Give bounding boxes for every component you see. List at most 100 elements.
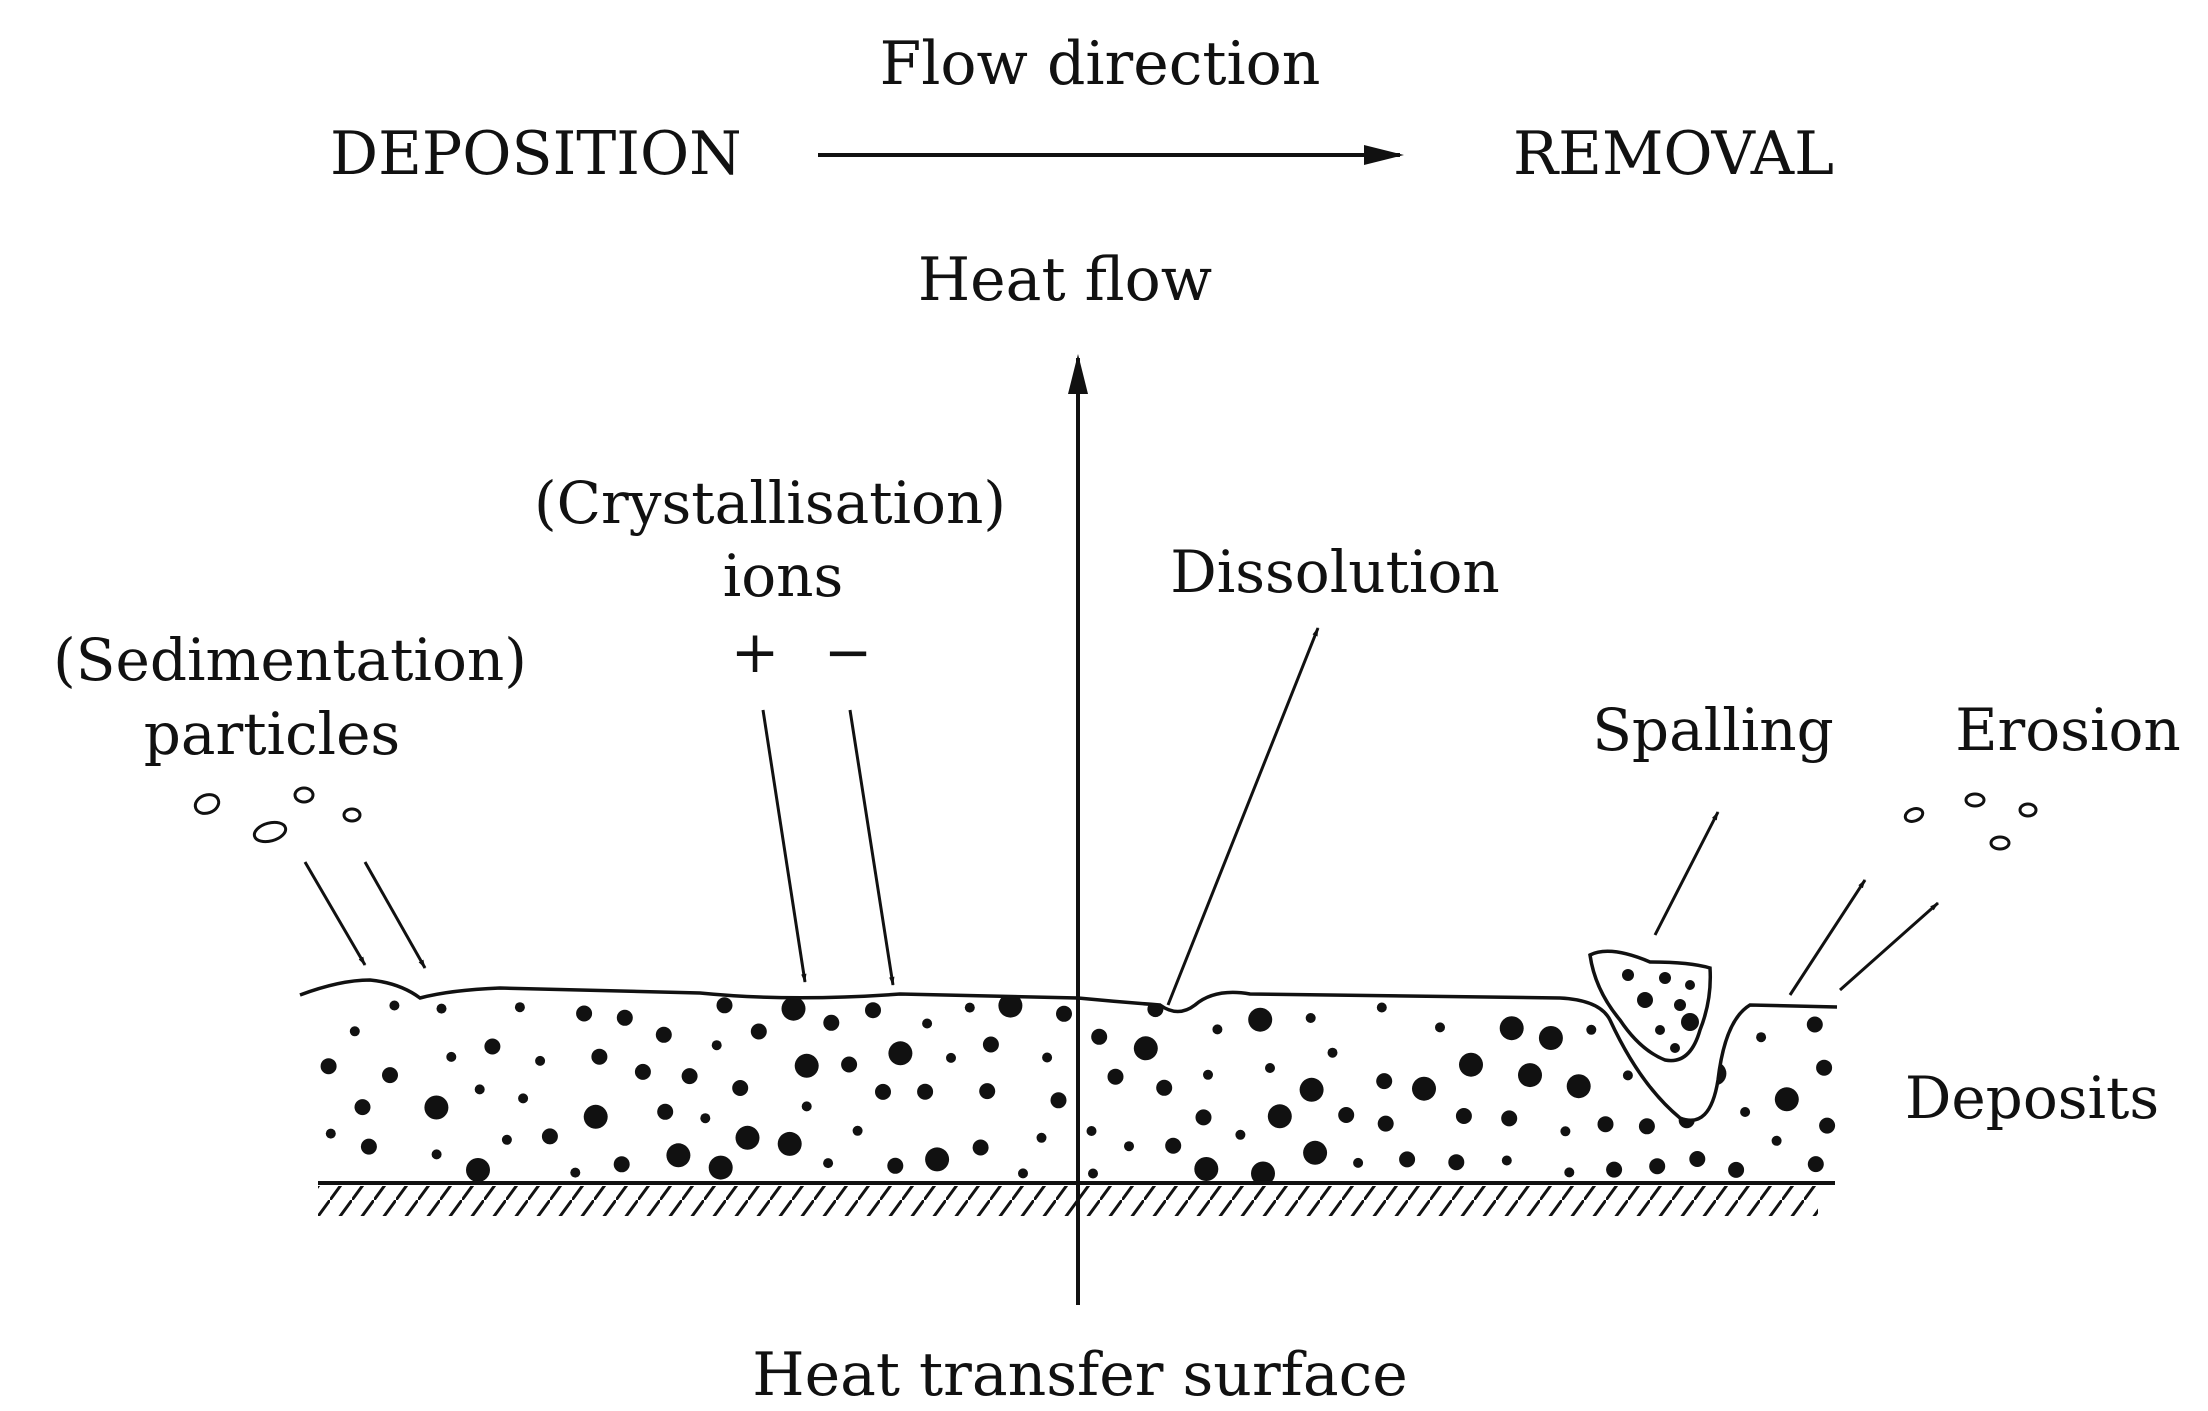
deposit-particle [735,1125,760,1150]
deposit-particle [1538,1026,1563,1050]
deposit-particle [781,996,806,1021]
deposit-particle [583,1104,608,1129]
erosion-arrow-1 [1788,879,1867,996]
deposit-particle [657,1103,674,1120]
plus-ion-label: + [731,618,780,686]
deposit-particle [1194,1157,1219,1181]
deposit-particle [823,1158,834,1169]
deposit-particle [1107,1068,1124,1085]
deposit-particle [1774,1087,1799,1112]
deposit-particle [613,1156,630,1173]
deposit-particle [1124,1141,1134,1152]
deposit-particle [888,1041,913,1066]
crystallisation-arrow-minus [848,709,895,986]
deposit-particle [666,1143,691,1168]
deposit-particle [1728,1161,1745,1178]
deposit-particle [424,1095,449,1120]
crystallisation-label: (Crystallisation) [534,469,1006,537]
deposit-particle [732,1080,749,1096]
deposit-particle [1399,1151,1416,1168]
deposit-particle [1203,1069,1213,1080]
deposit-particle [1235,1129,1246,1140]
deposit-particle [436,1003,447,1014]
deposit-particle [1018,1168,1028,1179]
deposit-particle [1376,1002,1387,1013]
heat-transfer-surface-hatch [318,1186,1818,1216]
deposits-label: Deposits [1905,1064,2159,1132]
deposit-particle [1050,1092,1067,1109]
deposit-particle [360,1138,377,1155]
deposit-particle [841,1056,858,1073]
deposit-particle [484,1038,501,1055]
deposit-particle [750,1023,767,1040]
deposit-particle [1638,1118,1655,1135]
deposit-particle [887,1157,904,1174]
deposit-particle [865,1002,881,1019]
deposit-particle [1251,1161,1275,1182]
deposit-particle [1412,1076,1436,1101]
deposit-particle [349,1026,360,1037]
sedimentation-arrow-1 [303,861,367,966]
deposit-particle [964,1002,975,1013]
dissolution-label: Dissolution [1170,538,1500,606]
ions-label: ions [723,542,844,610]
deposit-particle [1649,1158,1666,1175]
crystallisation-arrow-plus [761,709,807,983]
deposit-particle [320,1058,337,1075]
removal-label: REMOVAL [1513,119,1834,189]
particles-label: particles [144,700,400,768]
deposit-particle [591,1048,608,1065]
spalling-arrow [1653,811,1720,936]
deposit-particle [1606,1161,1623,1178]
deposition-label: DEPOSITION [330,119,742,189]
deposit-particle [982,1036,999,1053]
deposit-particle [1376,1073,1393,1090]
deposit-particle [979,1083,996,1100]
deposit-particle [1212,1024,1223,1035]
deposit-particle [1133,1036,1158,1061]
deposit-particle [1597,1116,1614,1133]
deposit-particle [1756,1032,1767,1043]
sedimentation-label: (Sedimentation) [53,626,527,694]
deposit-particle [852,1125,863,1136]
erosion-label: Erosion [1955,696,2181,764]
deposit-particle [1499,1016,1524,1041]
deposit-particle [875,1083,891,1100]
deposit-particle [1459,1052,1483,1077]
sedimentation-arrow-2 [363,861,427,969]
deposit-particle [1435,1022,1445,1033]
deposit-particle [446,1051,457,1062]
deposit-particle [389,1000,400,1011]
deposit-particle [716,997,733,1014]
deposit-particle [1566,1074,1591,1099]
deposit-particle [501,1134,512,1145]
deposit-particle [711,1040,722,1051]
minus-ion-label: − [824,618,873,686]
flow-direction-label: Flow direction [880,29,1321,99]
deposit-particle [972,1139,989,1156]
deposit-particle [1806,1016,1823,1033]
deposit-particle [1771,1135,1782,1146]
heat-flow-label: Heat flow [918,245,1212,315]
deposit-particle [466,1158,490,1182]
deposit-particle [616,1009,633,1026]
deposit-particle [917,1083,934,1100]
deposit-particle [1338,1107,1355,1123]
deposit-particle [1086,1126,1097,1136]
deposit-particle [925,1147,950,1172]
deposit-particle [474,1084,485,1095]
deposit-particle [634,1063,651,1080]
deposit-particle [1622,1070,1633,1081]
deposit-surface-line [299,978,1838,1123]
deposit-particle [681,1068,698,1085]
heat-transfer-surface-label: Heat transfer surface [752,1340,1407,1410]
deposit-particle [1807,1156,1824,1173]
deposit-particle [1819,1117,1836,1134]
deposit-particle [1299,1077,1324,1102]
deposit-particle [1353,1157,1364,1168]
erosion-particles [1903,792,2038,851]
deposit-particle [1195,1109,1212,1126]
deposit-particle [1586,1024,1597,1035]
deposit-particle [1518,1063,1542,1088]
deposit-particle [325,1128,336,1139]
